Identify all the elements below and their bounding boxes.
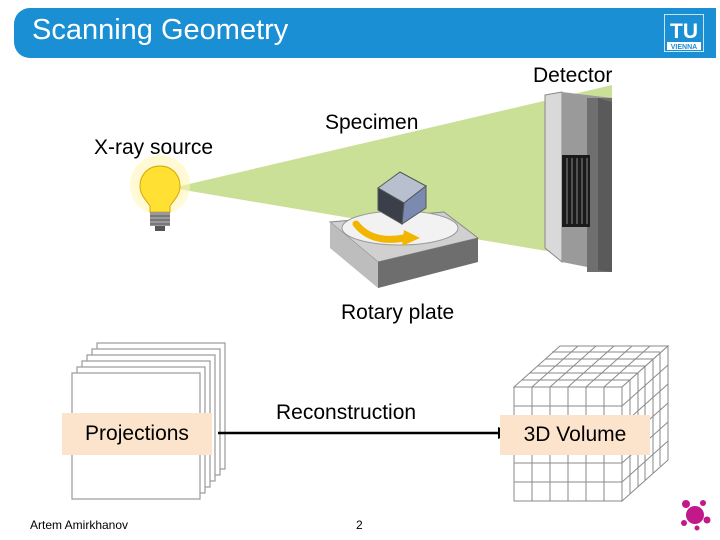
tu-vienna-logo: TU VIENNA: [664, 14, 704, 52]
logo-text: TU: [670, 20, 698, 43]
xray-beam: [172, 85, 612, 262]
volume-label: 3D Volume: [500, 415, 650, 455]
reconstruction-arrow: [218, 427, 512, 439]
title-bar: [14, 8, 716, 58]
page-title: Scanning Geometry: [32, 14, 289, 46]
detector-shadow-bars: [562, 155, 590, 227]
specimen-cube-icon: [377, 171, 427, 225]
reconstruction-label: Reconstruction: [276, 401, 417, 424]
rotary-arrow-icon: [352, 220, 408, 243]
detector-label: Detector: [533, 64, 613, 87]
projections-label: Projections: [62, 413, 212, 455]
logo-subtext: VIENNA: [671, 44, 697, 51]
splash-logo-icon: [681, 500, 711, 531]
xray-source-label: X-ray source: [94, 136, 214, 159]
specimen-label: Specimen: [325, 111, 419, 134]
light-bulb-icon: [130, 155, 190, 231]
detector: [544, 91, 612, 272]
page-number: 2: [356, 518, 363, 532]
rotary-plate: [328, 210, 480, 288]
rotary-plate-label: Rotary plate: [341, 301, 455, 324]
author-footer: Artem Amirkhanov: [30, 518, 129, 532]
